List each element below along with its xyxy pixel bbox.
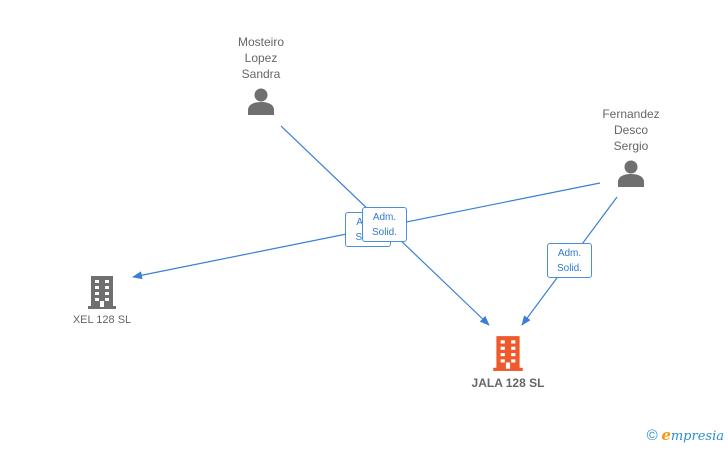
person-icon — [618, 160, 644, 187]
brand-logo-initial: e — [661, 426, 671, 444]
person-name-line: Mosteiro — [237, 35, 284, 49]
empresia-watermark: © empresia — [647, 426, 724, 444]
building-icon — [88, 276, 116, 309]
person-name-line: Desco — [613, 123, 648, 137]
person-name-line: Fernandez — [602, 107, 660, 121]
edge-label-line: Solid. — [371, 227, 397, 238]
edge-label-line: Adm. — [557, 248, 582, 259]
edge-label-line: Adm. — [372, 212, 397, 223]
person-name: Fernandez Desco Sergio — [588, 106, 674, 154]
brand-logo-text: mpresia — [670, 429, 724, 444]
person-name: Mosteiro Lopez Sandra — [218, 34, 304, 82]
person-icon — [248, 88, 274, 115]
person-name-line: Sergio — [613, 139, 649, 153]
edge-label-fernandez-jala[interactable]: Adm. Solid. — [547, 243, 592, 278]
person-node-fernandez[interactable]: Fernandez Desco Sergio — [588, 106, 674, 188]
company-name: JALA 128 SL — [471, 376, 545, 390]
person-name-line: Sandra — [241, 67, 281, 81]
person-name-line: Lopez — [244, 51, 278, 65]
company-node-jala[interactable]: JALA 128 SL — [455, 334, 561, 390]
building-icon — [493, 336, 523, 371]
edge-label-line: Solid. — [556, 263, 582, 274]
person-node-mosteiro[interactable]: Mosteiro Lopez Sandra — [218, 34, 304, 116]
edge-label-mosteiro-jala[interactable]: Adm. Solid. — [362, 207, 407, 242]
company-node-xel[interactable]: XEL 128 SL — [50, 274, 154, 326]
company-name: XEL 128 SL — [72, 314, 132, 326]
copyright-icon: © — [646, 427, 658, 444]
